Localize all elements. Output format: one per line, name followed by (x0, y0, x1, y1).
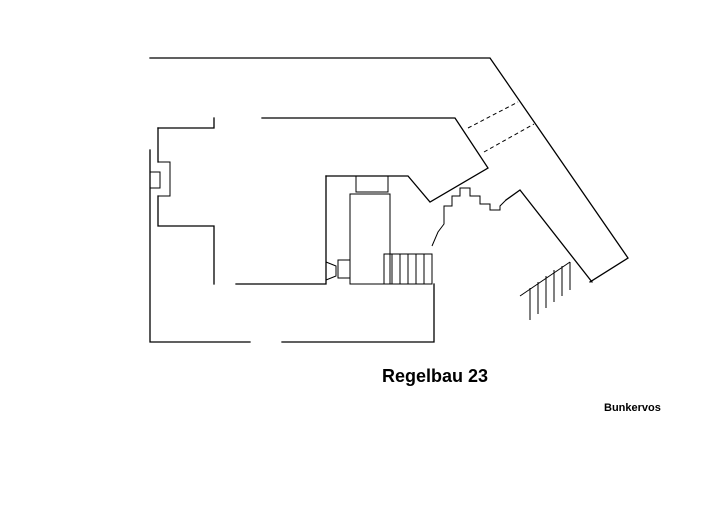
chamber-pillar (349, 193, 391, 285)
left-door-jamb (158, 161, 171, 197)
left-door-frame (149, 171, 161, 189)
emplacement-mount (325, 261, 337, 281)
outer-wall-left-bottom (149, 149, 251, 343)
wing-dashed-line-upper (467, 101, 519, 129)
chamber-top (355, 176, 389, 193)
plan-title: Regelbau 23 (382, 366, 489, 386)
inner-wall-top (157, 117, 215, 129)
outer-wall-bottom-right (281, 283, 435, 343)
inner-wall-top-right (261, 117, 489, 203)
stepped-embrasure (431, 187, 507, 247)
staircase-treads (391, 254, 425, 284)
inner-room-bottom (235, 175, 327, 285)
earth-hatching (519, 261, 571, 320)
left-wall-lower (157, 195, 215, 285)
credit-label: Bunkervos (604, 402, 661, 414)
outer-wall-top-right (149, 57, 629, 283)
wing-inner-wall (505, 189, 593, 283)
wing-dashed-line-lower (483, 123, 535, 153)
emplacement-box (337, 259, 351, 279)
